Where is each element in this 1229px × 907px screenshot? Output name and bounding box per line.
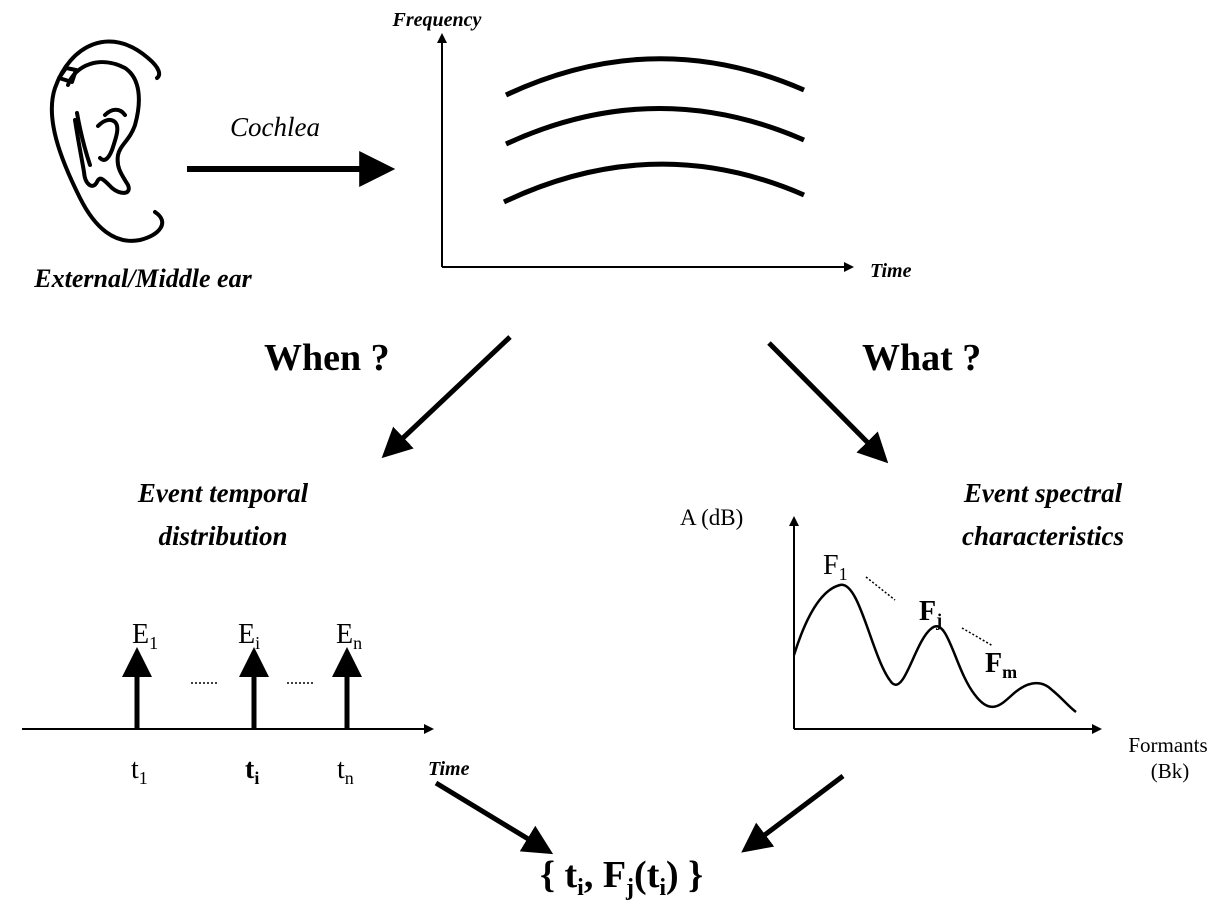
spectral-x-label-line2: (Bk) <box>1151 759 1190 783</box>
spectral-title-line1: Event spectral <box>963 478 1123 508</box>
result-t: t <box>564 854 577 896</box>
ear-label: External/Middle ear <box>33 264 252 293</box>
result-F: F <box>603 854 626 896</box>
spectral-y-label: A (dB) <box>680 505 743 530</box>
merge-arrow-left <box>434 780 554 855</box>
spectral-envelope-curve <box>792 583 1077 713</box>
result-open: { <box>540 854 564 896</box>
formant-dots-2 <box>961 627 994 647</box>
formant-label-m-sub: m <box>1002 662 1017 682</box>
event-label-1-sub: 1 <box>149 633 158 653</box>
event-label-1: E1 <box>132 619 158 653</box>
spectral-x-label-line1: Formants <box>1128 733 1207 757</box>
result-inner-t: t <box>647 854 660 896</box>
event-label-i: Ei <box>238 619 260 653</box>
formant-label-j-sub: j <box>935 610 942 630</box>
formant-dots-1 <box>865 576 896 601</box>
event-label-i-sub: i <box>255 633 260 653</box>
time-label-n-sub: n <box>345 768 354 788</box>
result-t-sub: i <box>577 875 584 901</box>
time-label-i-sub: i <box>254 768 259 788</box>
time-label-1-main: t <box>131 754 139 785</box>
result-F-sub: j <box>625 875 634 901</box>
result-expression: { ti, Fj(ti) } <box>540 854 703 901</box>
event-label-i-main: E <box>238 619 255 650</box>
time-label-1: t1 <box>131 754 148 788</box>
time-label-1-sub: 1 <box>139 768 148 788</box>
time-label-n-main: t <box>337 754 345 785</box>
temporal-panel: Event temporal distribution Time E1 t1 E… <box>22 478 470 788</box>
formant-label-1-sub: 1 <box>839 564 848 584</box>
temporal-axis-label: Time <box>428 758 470 780</box>
result-inner-sub: i <box>659 875 666 901</box>
formant-label-1-main: F <box>823 550 839 581</box>
spectrogram-track-3 <box>502 161 805 205</box>
what-label: What ? <box>862 337 981 379</box>
merge-arrow-right <box>741 774 845 853</box>
formant-label-j: Fj <box>919 596 942 630</box>
event-label-1-main: E <box>132 619 149 650</box>
time-label-n: tn <box>337 754 354 788</box>
time-label-i: ti <box>245 754 259 788</box>
spectral-title-line2: characteristics <box>962 521 1124 551</box>
spectrogram-y-label: Frequency <box>392 9 482 31</box>
temporal-title-line2: distribution <box>158 521 287 551</box>
what-arrow <box>767 341 889 464</box>
spectral-panel: Event spectral characteristics A (dB) Fo… <box>680 478 1208 783</box>
cochlea-label: Cochlea <box>230 112 320 142</box>
result-comma: , <box>584 854 603 896</box>
formant-label-m: Fm <box>985 648 1017 682</box>
spectrogram-track-1 <box>504 56 805 98</box>
when-arrow <box>381 335 512 459</box>
event-label-n: En <box>336 619 362 653</box>
spectrogram-x-label: Time <box>870 260 912 282</box>
time-label-i-main: t <box>245 754 255 785</box>
ear-icon <box>49 39 165 243</box>
event-label-n-main: E <box>336 619 353 650</box>
temporal-title-line1: Event temporal <box>137 478 309 508</box>
when-label: When ? <box>264 337 390 379</box>
formant-label-j-main: F <box>919 596 936 627</box>
spectrogram-panel: Frequency Time <box>392 9 912 282</box>
result-close: ) } <box>666 854 703 896</box>
spectrogram-track-2 <box>504 106 805 147</box>
event-label-n-sub: n <box>353 633 362 653</box>
formant-label-1: F1 <box>823 550 848 584</box>
formant-label-m-main: F <box>985 648 1002 679</box>
result-paren-open: ( <box>634 854 647 896</box>
